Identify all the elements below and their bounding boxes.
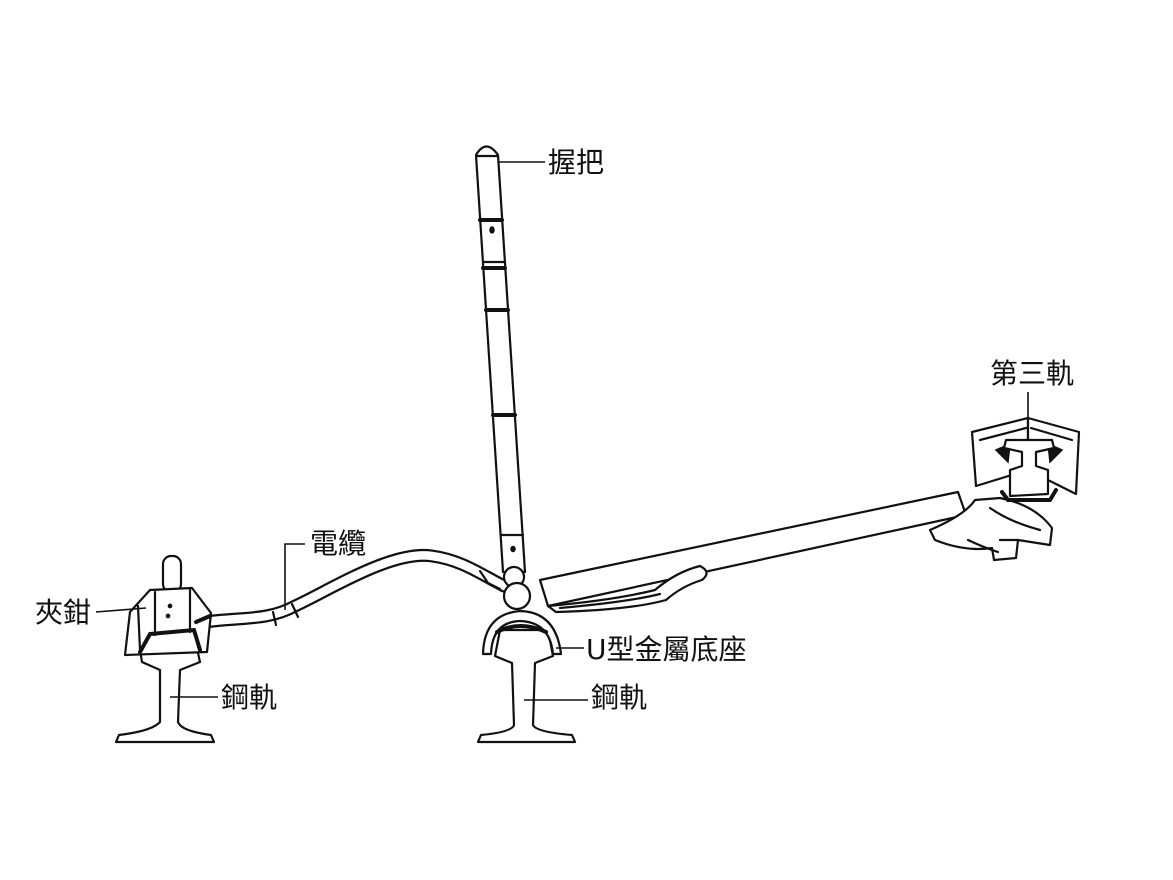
handle xyxy=(474,145,527,574)
leader-clamp xyxy=(95,607,147,613)
u-base-inner-lip xyxy=(495,624,548,634)
clamp-stem xyxy=(161,554,183,594)
label-cable: 電纜 xyxy=(310,527,366,560)
swivel-joint xyxy=(502,565,532,611)
rail-middle-profile xyxy=(476,628,577,744)
third-rail-clamp-hook xyxy=(928,496,1054,562)
clamp-side-edge xyxy=(136,604,142,652)
u-base-shell xyxy=(481,609,563,656)
leader-cable xyxy=(284,543,305,610)
arm-hook-inner-line xyxy=(558,592,662,610)
clamp-jaw xyxy=(138,627,202,654)
cable-sleeve-mark xyxy=(271,610,278,627)
label-u-base: U型金屬底座 xyxy=(586,633,747,666)
joint-lower-ball xyxy=(502,581,532,611)
cable xyxy=(198,548,511,629)
handle-hole xyxy=(489,226,495,234)
label-clamp: 夾鉗 xyxy=(35,596,91,629)
labels: 握把 第三軌 電纜 夾鉗 U型金屬底座 鋼軌 鋼軌 xyxy=(35,146,1074,714)
third-rail-cover-inner xyxy=(978,426,1074,442)
arm-bar xyxy=(538,490,968,608)
clamp-rivet xyxy=(167,603,173,609)
third-rail-profile xyxy=(1002,438,1056,498)
clamp-rivet xyxy=(165,613,171,619)
third-rail-clamp-detail xyxy=(966,506,1042,554)
label-rail-middle: 鋼軌 xyxy=(591,681,647,714)
third-rail-assembly xyxy=(928,416,1081,562)
handle-pole xyxy=(474,145,527,574)
label-rail-left: 鋼軌 xyxy=(221,681,277,714)
cable-sleeve-mark xyxy=(290,602,300,619)
clamp-cable-terminal xyxy=(194,614,212,624)
label-third-rail: 第三軌 xyxy=(990,357,1074,390)
rail-left xyxy=(114,642,216,744)
rail-left-profile xyxy=(114,642,216,744)
cable-end-sleeve xyxy=(478,569,502,591)
third-rail-clamp-jaw xyxy=(1000,488,1058,502)
connecting-arm xyxy=(538,490,968,614)
clamp-face xyxy=(153,588,192,637)
u-shaped-metal-base xyxy=(481,609,563,656)
label-handle: 握把 xyxy=(548,146,604,179)
clamp xyxy=(123,554,213,657)
rail-middle xyxy=(476,628,577,744)
cable-core xyxy=(200,551,509,627)
handle-hole xyxy=(510,545,516,553)
